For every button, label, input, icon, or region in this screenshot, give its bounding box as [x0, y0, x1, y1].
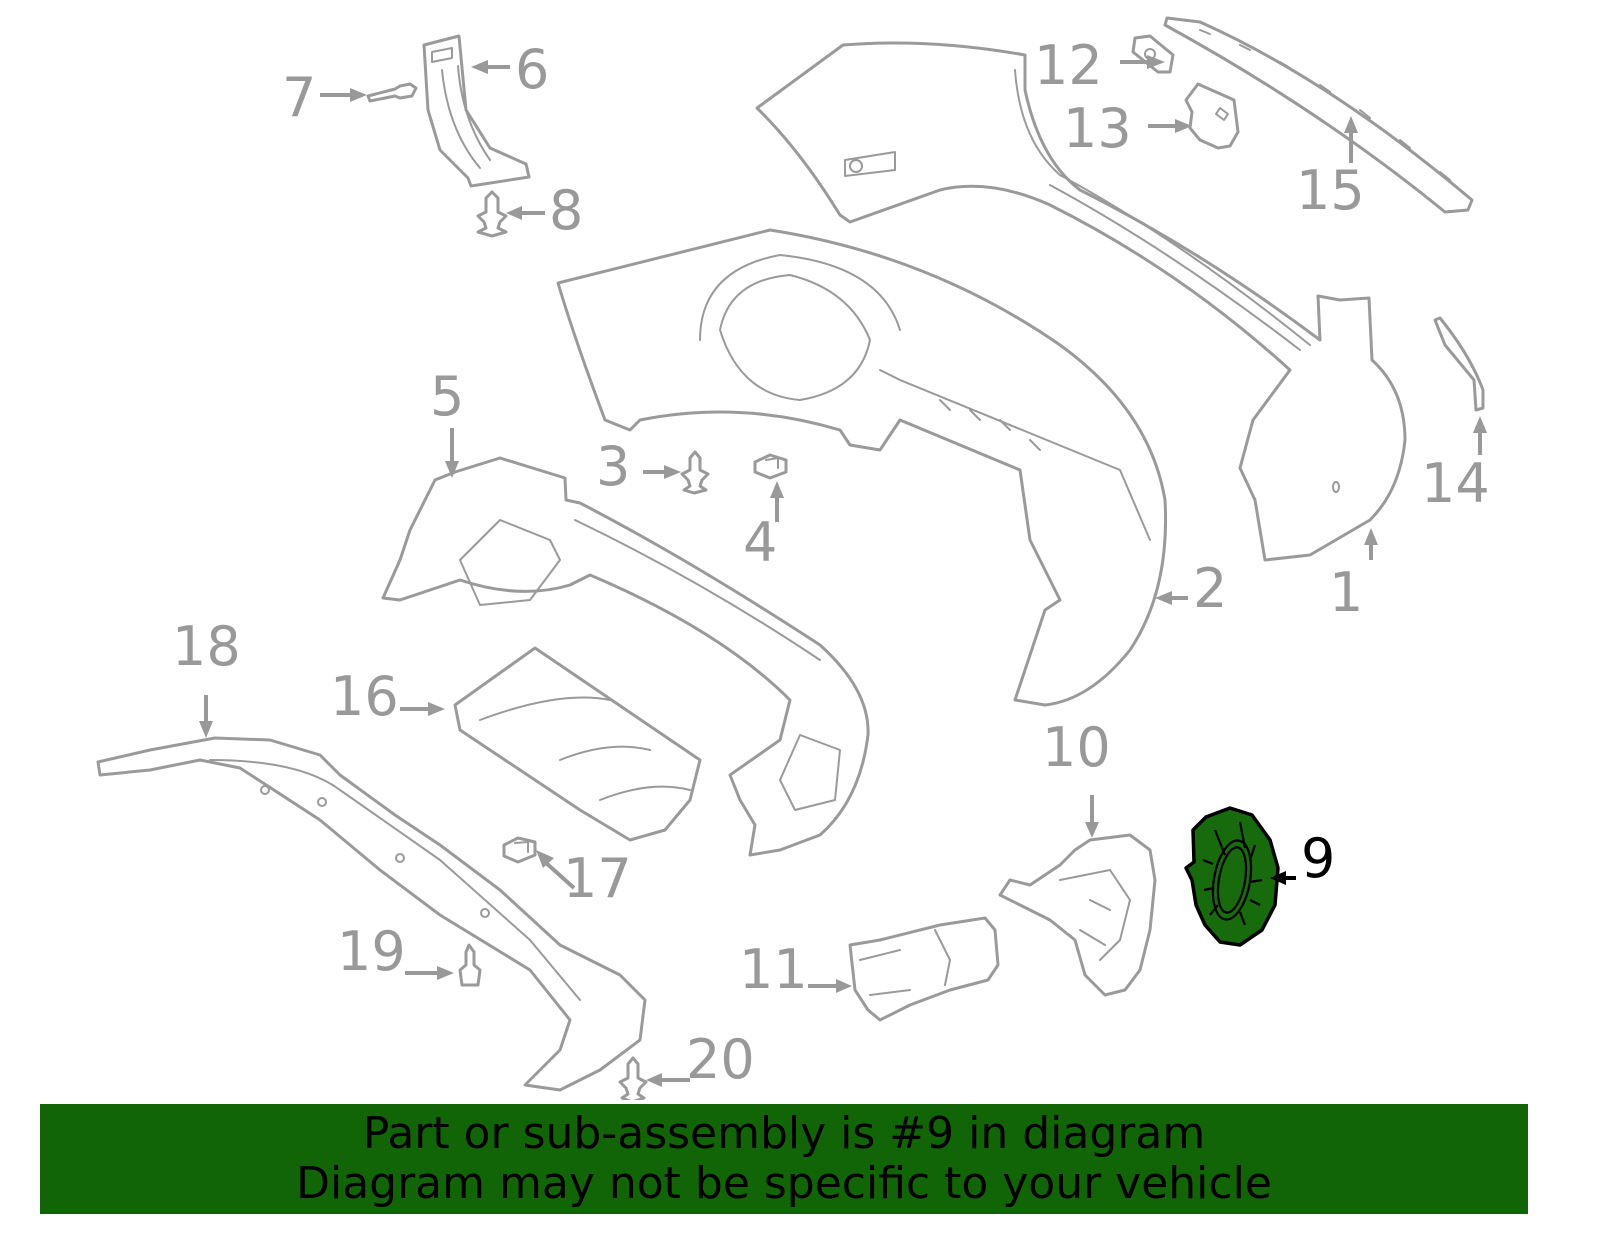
part-4-clip: [753, 453, 788, 480]
callout-9-highlighted[interactable]: 9: [1301, 827, 1336, 890]
callout-14[interactable]: 14: [1421, 452, 1490, 515]
part-8-push-clip: [476, 190, 508, 238]
banner-part-notice: Part or sub-assembly is #9 in diagram: [362, 1108, 1206, 1159]
callout-2[interactable]: 2: [1193, 557, 1228, 620]
banner-disclaimer: Diagram may not be specific to your vehi…: [296, 1158, 1272, 1209]
callout-12[interactable]: 12: [1034, 34, 1103, 97]
part-14-trim: [1433, 316, 1485, 412]
callout-7[interactable]: 7: [282, 66, 317, 129]
callout-17[interactable]: 17: [563, 847, 632, 910]
part-5-diffuser-panel: [381, 456, 870, 857]
part-9-highlighted[interactable]: [1184, 806, 1280, 947]
callout-11[interactable]: 11: [739, 938, 808, 1001]
part-7-rivet: [366, 82, 418, 103]
callout-13[interactable]: 13: [1063, 97, 1132, 160]
part-6-bracket: [422, 34, 531, 188]
callout-10[interactable]: 10: [1042, 716, 1111, 779]
part-3-push-pin: [680, 450, 710, 495]
info-banner: Part or sub-assembly is #9 in diagram Di…: [40, 1104, 1528, 1214]
part-1-bumper-cover: [755, 41, 1407, 562]
callout-19[interactable]: 19: [337, 920, 406, 983]
part-16-grille-insert: [453, 646, 702, 842]
callout-4[interactable]: 4: [743, 511, 778, 574]
callout-18[interactable]: 18: [172, 615, 241, 678]
callout-1[interactable]: 1: [1329, 561, 1364, 624]
part-11-exhaust-duct: [848, 916, 1000, 1022]
part-2-bumper-lower: [556, 228, 1168, 707]
part-10-bracket: [998, 833, 1157, 997]
parts-diagram: [96, 16, 1487, 1100]
part-15-trim-strip: [1163, 16, 1474, 214]
part-18-support-strip: [96, 736, 647, 1092]
callout-6[interactable]: 6: [515, 38, 550, 101]
part-17-clip: [502, 836, 537, 864]
callout-20[interactable]: 20: [686, 1028, 755, 1091]
part-19-screw: [458, 943, 482, 987]
callout-arrows: [199, 55, 1487, 1087]
part-12-clip: [1131, 34, 1175, 74]
callout-8[interactable]: 8: [549, 179, 584, 242]
callout-3[interactable]: 3: [596, 435, 631, 498]
callout-16[interactable]: 16: [330, 665, 399, 728]
part-20-push-clip: [618, 1056, 648, 1100]
callout-15[interactable]: 15: [1296, 159, 1365, 222]
callout-5[interactable]: 5: [430, 365, 465, 428]
part-13-bracket: [1184, 82, 1240, 150]
